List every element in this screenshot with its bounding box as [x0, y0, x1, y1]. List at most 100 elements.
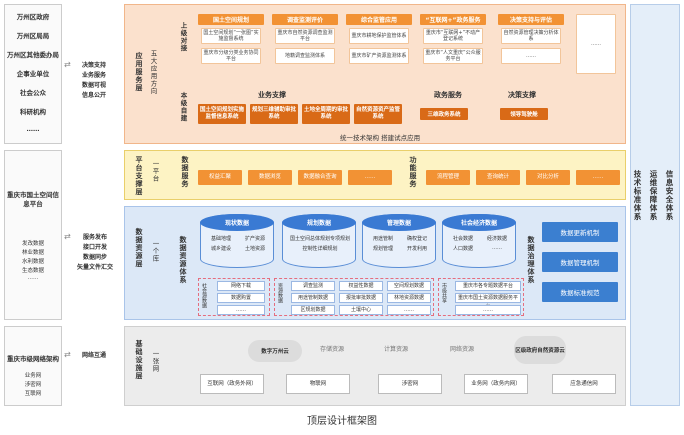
network-item: 业务网 [24, 373, 42, 379]
resource-data-group: 资源数据调查监测权益性数据空间规划数据用途管制数据报批审批数据林地资源数据区规划… [274, 278, 434, 316]
data-tag: 重庆市各专题数据平台 [455, 281, 521, 291]
database-icon: 社会经济数据社会数据经济数据人口数据…… [442, 214, 516, 268]
func-service-label: 功能服务 [409, 156, 417, 188]
func-service-item: 对比分析 [526, 170, 570, 185]
data-service-item: 数据融合查询 [298, 170, 342, 185]
infra-layer-sub: 一张网 [151, 350, 159, 373]
local-build-label: 本级自建 [179, 92, 187, 122]
stakeholder-item: 社会公众 [20, 89, 46, 97]
cylinder-item: 规划管理 [372, 246, 393, 252]
data-service-item: …… [348, 170, 392, 185]
source-data-item: 生态数据 [21, 268, 44, 274]
cylinder-item: 用途管制 [372, 236, 393, 242]
stakeholder-item: 万州区政府 [16, 13, 50, 21]
app-column-title: “互联网+”政务服务 [420, 14, 486, 25]
right-column [630, 4, 680, 406]
data-tag: 重庆市国土资源数据服务平台 [455, 293, 521, 310]
data-service-label: 数据服务 [181, 156, 189, 188]
infra-resource-label: 网络资源 [450, 346, 475, 353]
right-system-label: 技术标准体系 [633, 170, 642, 221]
func-service-item: …… [576, 170, 620, 185]
cylinder-item: 基础地理 [210, 236, 231, 242]
stakeholder-item: …… [26, 125, 40, 133]
database-icon: 管理数据用途管制确权登记规划管理开发利用 [362, 214, 436, 268]
platform-layer-sub: 一平台 [151, 160, 159, 183]
network-item: 涉密网 [24, 382, 42, 388]
connector-label: 服务发布 [82, 234, 107, 241]
data-tag: 权益性数据 [339, 281, 383, 291]
app-column-title: 决策支持与评估 [498, 14, 564, 25]
network-box: 互联网（政务外网） [200, 374, 264, 394]
network-box: 涉密网 [378, 374, 442, 394]
cloud-icon: 区级政府自然资源云 [514, 336, 566, 364]
gov-item-box: 三维政务系统 [420, 108, 468, 120]
city-share-group: 市级共享重庆市各专题数据平台重庆市国土资源数据服务平台…… [438, 278, 524, 316]
network-box: 应急通信网 [552, 374, 616, 394]
cloud-icon: 数字万州云 [248, 340, 302, 362]
stakeholder-item: 万州区其他委办局 [7, 51, 59, 59]
figure-caption: 顶层设计框架图 [307, 416, 377, 427]
app-column-item: 国土空间规划“一张图”实施监督系统 [201, 28, 261, 44]
source-data-item: 林业数据 [21, 250, 44, 256]
cylinder-item: 经济数据 [486, 236, 507, 242]
network-title: 重庆市级网络架构 [7, 355, 59, 363]
cylinder-item: 国土空间总体规划专项规划 [289, 236, 350, 242]
data-tag: 区规划数据 [291, 305, 335, 315]
connector-label: 网络互通 [81, 352, 106, 359]
connector-label: 业务服务 [81, 72, 106, 79]
data-tag: …… [387, 305, 431, 315]
left-column-mid: 重庆市国土空间信息平台 发改数据林业数据水利数据生态数据…… [4, 150, 62, 320]
app-column-item: 重庆市耕地保护监管体系 [349, 28, 409, 44]
app-column-item: 重庆市自然资源调查监测平台 [275, 28, 335, 44]
app-column-item: 重庆市“人文重庆”公众服务平台 [423, 48, 483, 64]
local-item-box: 规划三维辅助审批系统 [250, 104, 298, 124]
cylinder-item: 扩产资源 [244, 236, 265, 242]
resource-system-label: 数据资源体系 [179, 236, 187, 284]
data-tag: 空间规划数据 [387, 281, 431, 291]
connector-label: 决策支持 [81, 62, 106, 69]
platform-layer-name: 平台支撑层 [135, 156, 143, 196]
cylinder-item: 开发利用 [406, 246, 427, 252]
app-layer-name: 应用服务层 [135, 52, 143, 92]
database-icon: 现状数据基础地理 扩产资源城乡建设 土地资源 [200, 214, 274, 268]
data-tag: 用途管制数据 [291, 293, 335, 303]
data-tag: 土壤中心 [339, 305, 383, 315]
cylinder-item: …… [492, 245, 502, 251]
left-column-bottom: 重庆市级网络架构 业务网涉密网互联网 [4, 326, 62, 406]
double-arrow-icon: ⇄ [64, 350, 71, 359]
data-tag: 报批审批数据 [339, 293, 383, 303]
governance-box: 数据管理机制 [542, 252, 618, 272]
right-system-label: 信息安全体系 [665, 170, 674, 221]
infra-layer-name: 基础设施层 [135, 340, 143, 380]
app-column-title: 调查监测评价 [272, 14, 338, 25]
cylinder-item: 城乡建设 [210, 246, 231, 252]
platform-title: 重庆市国土空间信息平台 [7, 191, 59, 209]
connector-label: 数据可视 [81, 82, 106, 89]
data-tag: 网络下载 [217, 281, 265, 291]
func-service-item: 流程管理 [426, 170, 470, 185]
data-service-item: 数据浏览 [248, 170, 292, 185]
source-data-item: …… [27, 275, 39, 281]
resource-layer-name: 数据资源层 [135, 228, 143, 268]
left-column-top: 万州区政府万州区局局万州区其他委办局企事业单位社会公众科研机构…… [4, 4, 62, 144]
app-footer: 统一技术架构 搭建试点应用 [340, 134, 421, 142]
double-arrow-icon: ⇄ [64, 232, 71, 241]
social-source-group: 社会源数据网络下载数据购置…… [198, 278, 270, 316]
connector-label: 接口开发 [82, 244, 107, 251]
connector-label: 数据同步 [82, 254, 107, 261]
cylinder-item: 土地资源 [244, 246, 265, 252]
stakeholder-item: 企事业单位 [16, 70, 50, 78]
cylinder-title: 现状数据 [200, 214, 274, 231]
local-item-box: 国土空间规划实施监督信息系统 [198, 104, 246, 124]
stakeholder-item: 科研机构 [20, 108, 46, 116]
upper-docking-label: 上级对接 [179, 22, 187, 52]
resource-layer-sub: 一个库 [151, 240, 159, 263]
connector-bottom: 网络互通 [72, 350, 116, 360]
double-arrow-icon: ⇄ [64, 60, 71, 69]
connector-label: 矢量文件汇交 [76, 264, 113, 271]
governance-box: 数据标准规范 [542, 282, 618, 302]
app-column-title: 国土空间规划 [198, 14, 264, 25]
cylinder-item: 控制性详细规划 [302, 246, 338, 252]
cylinder-title: 规划数据 [282, 214, 356, 231]
infra-resource-label: 计算资源 [384, 346, 409, 353]
